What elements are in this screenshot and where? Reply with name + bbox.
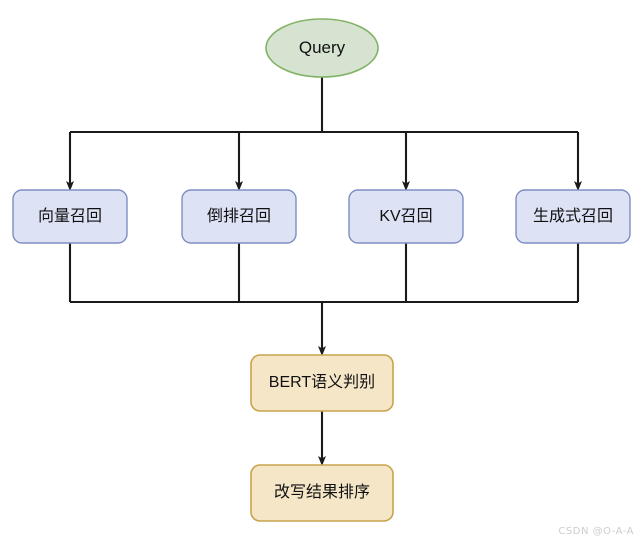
node-vector-recall[interactable] [12,189,128,244]
node-bert-semantic-discrimination[interactable] [250,354,394,412]
node-generative-recall[interactable] [515,189,631,244]
edge-group [66,77,582,466]
node-kv-recall[interactable] [348,189,464,244]
csdn-watermark: CSDN @O-A-A [558,526,634,537]
node-rewrite-result-ranking[interactable] [250,464,394,522]
node-query[interactable] [265,18,379,78]
node-inverted-recall[interactable] [181,189,297,244]
